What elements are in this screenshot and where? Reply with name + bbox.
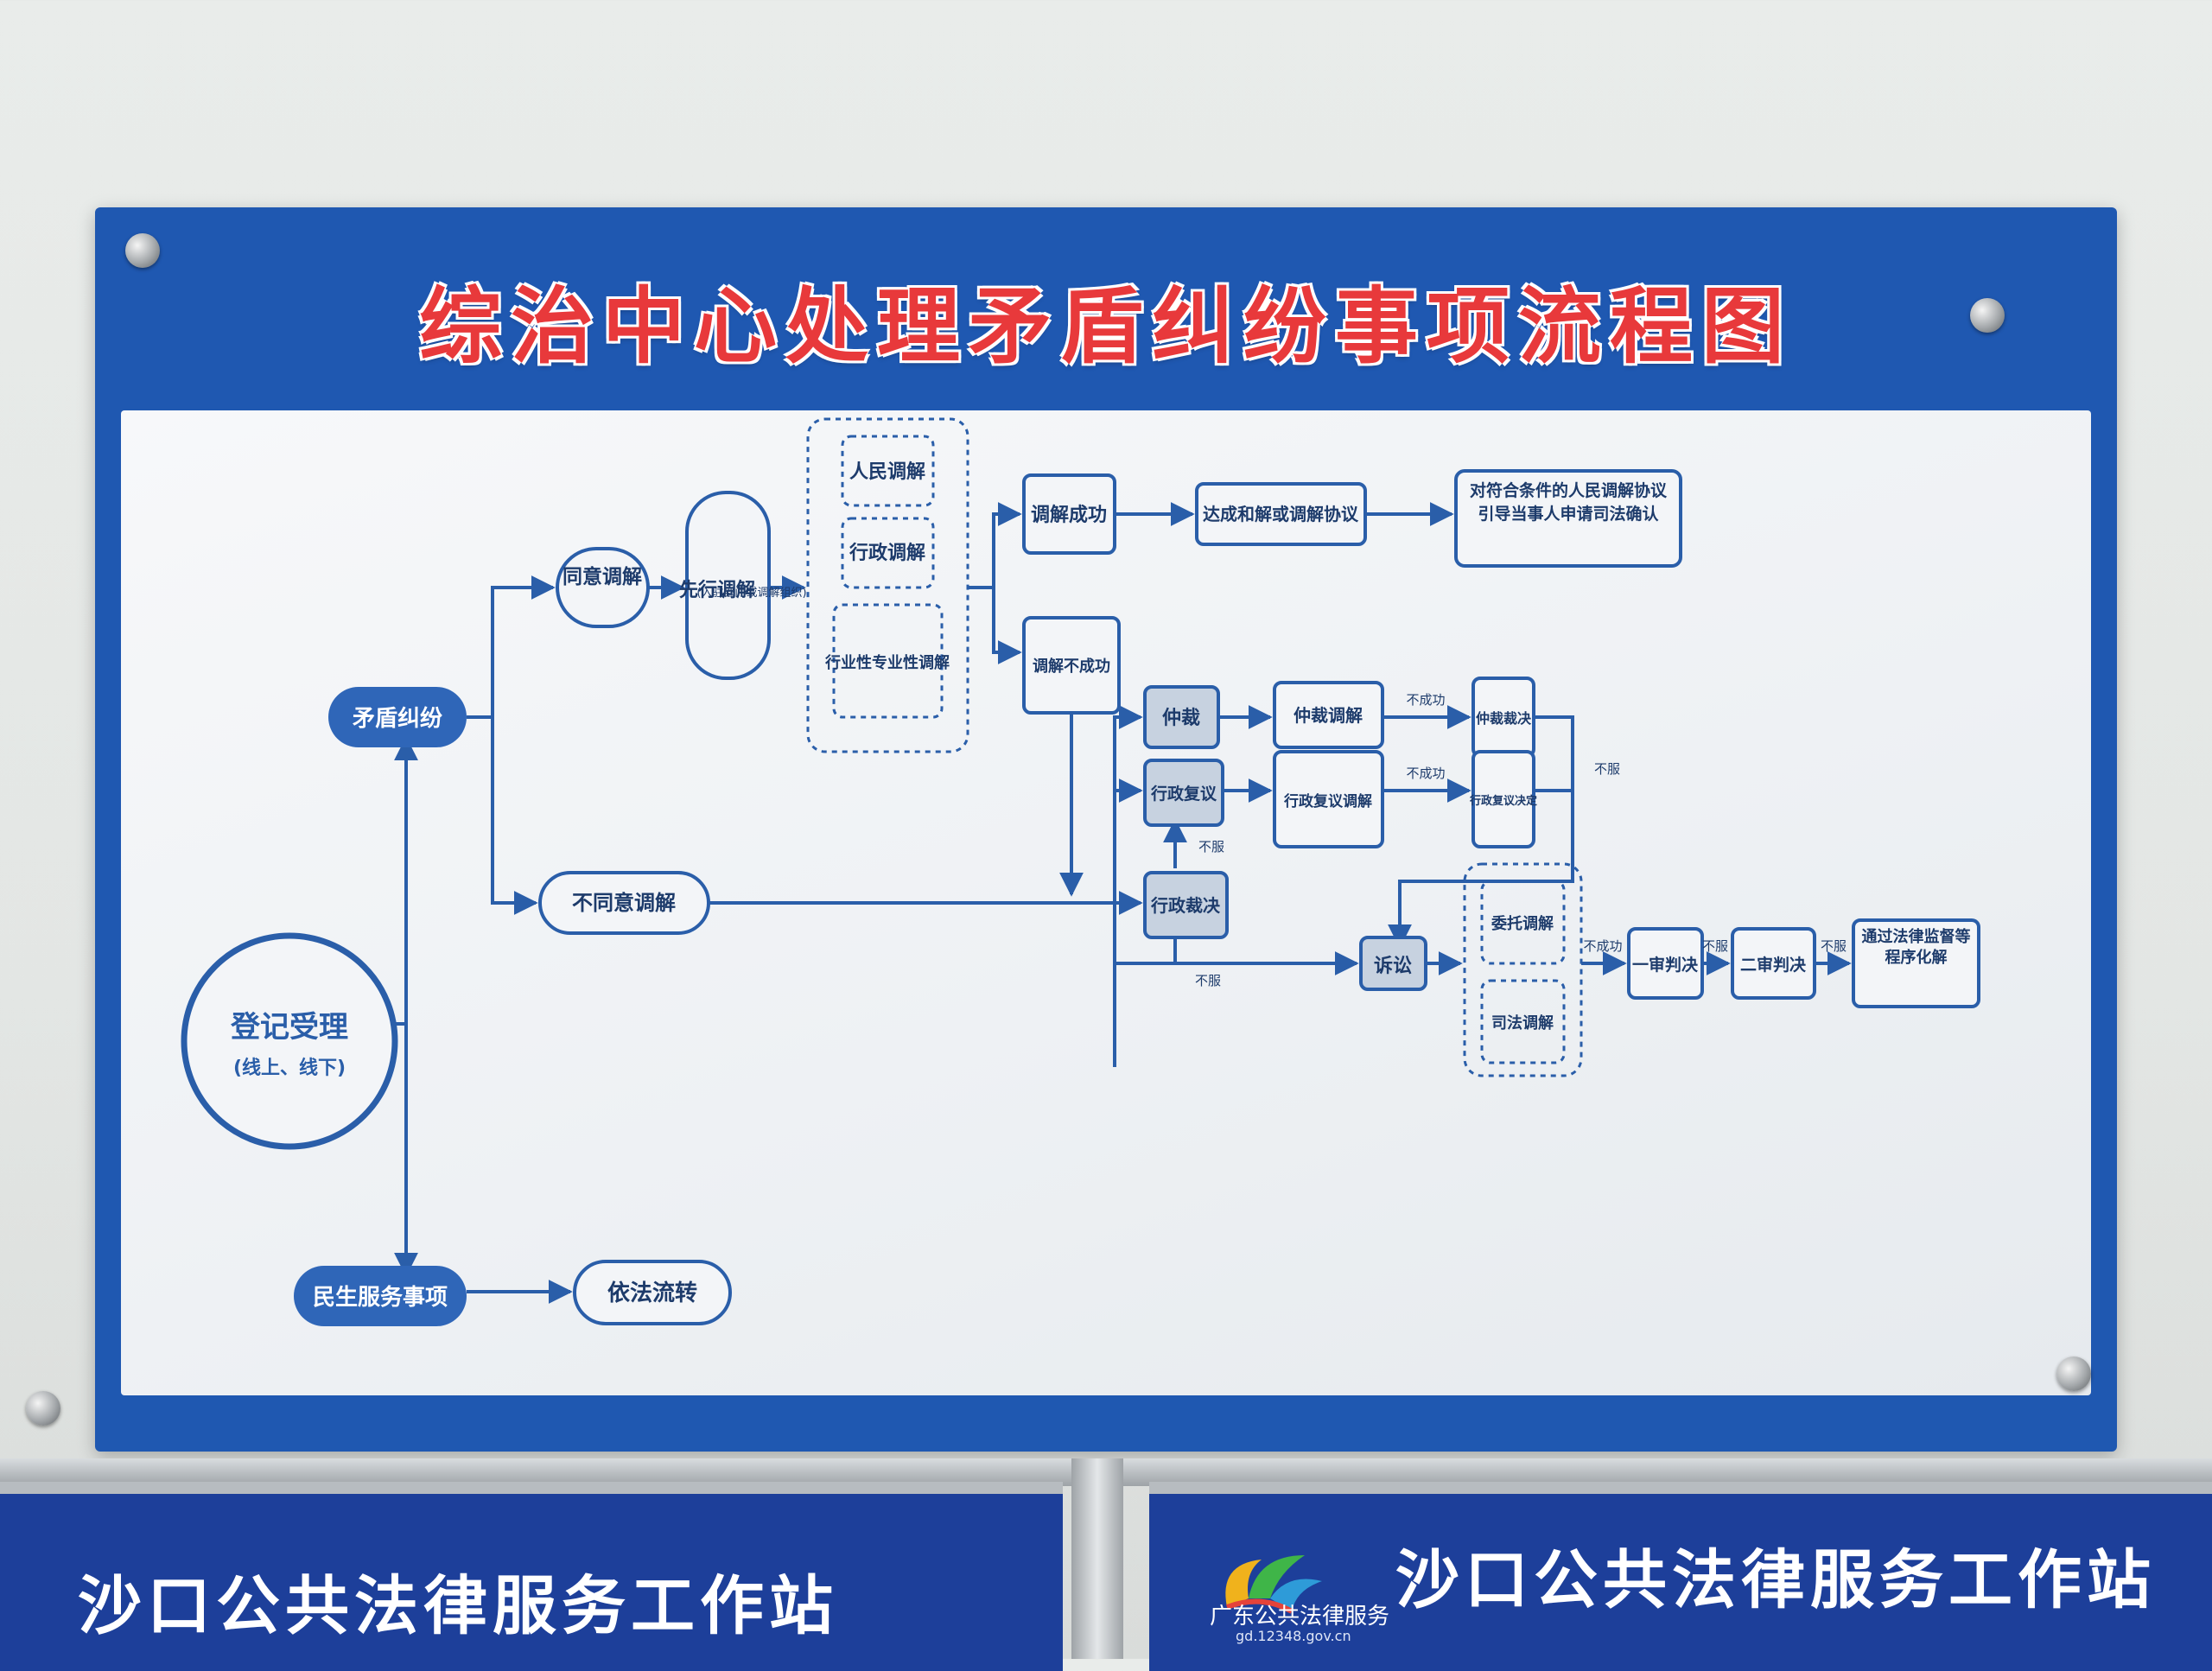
fail-node: 调解不成功 [1022,616,1121,715]
court-fail-label: 不成功 [1583,938,1622,954]
transfer-label: 依法流转 [607,1280,697,1306]
arb-award-node: 仲裁裁决 [1471,677,1535,758]
people-mediation-label: 人民调解 [849,461,925,483]
bottom-sign-right: 沙口公共法律服务工作站 [1149,1482,2212,1671]
entrusted-label: 委托调解 [1491,914,1554,933]
arb-object-label: 不服 [1594,761,1620,777]
register-sublabel: (线上、线下) [233,1057,346,1079]
screw-bottom-left [26,1391,60,1426]
lawsuit-node: 诉讼 [1359,936,1427,991]
prior-note: (入驻部门或调解组织) [696,587,806,600]
second-instance-label: 二审判决 [1740,955,1807,975]
lawsuit-label: 诉讼 [1374,955,1412,977]
recon-mediation-label: 行政复议调解 [1283,792,1372,810]
metal-post [1071,1458,1123,1659]
agreement-label: 达成和解或调解协议 [1203,504,1359,524]
transfer-node: 依法流转 [573,1260,732,1325]
register-node: 登记受理 (线上、线下) [181,932,398,1150]
recon-decision-label: 行政复议决定 [1469,794,1537,808]
flowchart-panel: 登记受理 (线上、线下) 矛盾纠纷 民生服务事项 依法流转 同意调解 [121,410,2091,1395]
recon-decision-node: 行政复议决定 [1469,750,1537,848]
dispute-node: 矛盾纠纷 [328,687,467,747]
livelihood-node: 民生服务事项 [294,1266,467,1326]
logo-url: gd.12348.gov.cn [1236,1628,1351,1644]
arb-award-label: 仲裁裁决 [1476,710,1532,727]
legal-service-logo-icon [1225,1555,1322,1614]
disagree-node: 不同意调解 [538,871,710,935]
bottom-sign-right-text: 沙口公共法律服务工作站 [1395,1543,2156,1617]
supervise-node: 通过法律监督等程序化解 [1852,918,1980,1008]
second-instance-node: 二审判决 [1731,927,1816,1000]
screw-top-left [125,233,160,268]
register-label: 登记受理 [230,1010,348,1045]
connectors [389,502,1852,1304]
ruling-object-label: 不服 [1198,839,1224,855]
second-object-label: 不服 [1821,938,1847,954]
bottom-sign-left: 沙口公共法律服务工作站 [0,1482,1063,1671]
arb-mediation-label: 仲裁调解 [1294,705,1363,726]
admin-mediation-label: 行政调解 [849,542,925,564]
agree-node: 同意调解 [556,547,650,628]
supervise-label: 通过法律监督等程序化解 [1861,928,1971,968]
prior-label: 先行调解 [679,579,755,601]
success-label: 调解成功 [1031,504,1107,526]
confirm-label: 对符合条件的人民调解协议引导当事人申请司法确认 [1469,481,1667,524]
arbitration-label: 仲裁 [1162,707,1200,729]
confirm-node: 对符合条件的人民调解协议引导当事人申请司法确认 [1454,469,1682,568]
mediation-group: 人民调解 行政调解 行业性专业性调解 [806,417,969,753]
arb-mediation-node: 仲裁调解 [1273,681,1384,749]
dispute-label: 矛盾纠纷 [352,705,442,732]
success-node: 调解成功 [1022,473,1116,555]
admin-ruling-label: 行政裁决 [1150,895,1221,916]
court-mediation-group: 委托调解 司法调解 [1463,862,1583,1077]
agree-label: 同意调解 [563,565,642,588]
recon-fail-label: 不成功 [1406,766,1445,781]
arb-fail-label: 不成功 [1406,692,1445,708]
judicial-label: 司法调解 [1491,1013,1554,1032]
bottom-sign-left-text: 沙口公共法律服务工作站 [78,1569,838,1643]
industry-mediation-label: 行业性专业性调解 [824,653,950,672]
livelihood-label: 民生服务事项 [313,1285,448,1311]
flowchart-svg: 登记受理 (线上、线下) 矛盾纠纷 民生服务事项 依法流转 同意调解 [181,417,1980,1326]
reconsider-label: 行政复议 [1150,784,1217,804]
screw-top-right [1970,298,2005,333]
flowchart-board: 综治中心处理矛盾纠纷事项流程图 [95,207,2117,1452]
recon-mediation-node: 行政复议调解 [1273,750,1384,848]
agreement-node: 达成和解或调解协议 [1195,482,1367,546]
logo-text: 广东公共法律服务 [1210,1604,1390,1630]
first-instance-node: 一审判决 [1627,927,1704,1000]
first-object-label: 不服 [1702,938,1728,954]
board-title: 综治中心处理矛盾纠纷事项流程图 [419,278,1793,375]
admin-ruling-node: 行政裁决 [1143,871,1229,939]
reconsider-node: 行政复议 [1143,759,1224,827]
prior-node: 先行调解 (入驻部门或调解组织) [679,491,807,680]
ruling-object-label-2: 不服 [1195,973,1221,988]
first-instance-label: 一审判决 [1632,955,1699,975]
arbitration-node: 仲裁 [1143,685,1220,749]
fail-label: 调解不成功 [1033,657,1110,676]
disagree-label: 不同意调解 [572,891,676,915]
screw-bottom-right [2056,1356,2091,1391]
